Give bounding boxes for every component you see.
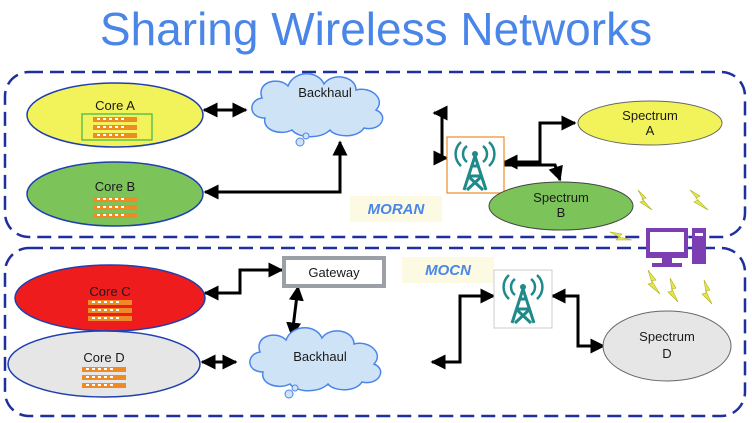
moran-label: MORAN [368,201,426,218]
gateway-box [282,256,386,288]
lightning-icon [609,189,713,305]
desktop-computer-icon [646,228,706,267]
server-rack-icon [82,367,126,388]
spectrum-d-label-line1: Spectrum [639,329,695,344]
spectrum-a-node [577,100,723,146]
core-b-node [26,161,204,227]
core-c-label: Core C [89,284,130,299]
server-rack-icon [93,117,137,138]
mocn-frame [3,246,747,418]
spectrum-a-label-line1: Spectrum [622,108,678,123]
core-b-label: Core B [95,179,135,194]
moran-frame [3,70,747,239]
core-a-node [26,82,204,148]
spectrum-b-label-line1: Spectrum [533,190,589,205]
spectrum-b-label-line2: B [557,205,566,220]
server-rack-icon [88,300,132,321]
spectrum-b-node [488,181,634,231]
server-rack-icon [93,197,137,218]
connectors [200,102,606,370]
spectrum-d-node [602,310,732,382]
core-a-label: Core A [95,98,135,113]
backhaul-bottom-label: Backhaul [293,349,347,364]
gateway-label: Gateway [308,265,360,280]
backhaul-top-cloud [251,72,384,138]
core-d-node [7,330,201,398]
core-d-label: Core D [83,350,124,365]
backhaul-top-label: Backhaul [298,85,352,100]
page-title: Sharing Wireless Networks [99,3,653,55]
mocn-label: MOCN [425,262,472,279]
spectrum-d-label-line2: D [662,346,671,361]
spectrum-a-label-line2: A [646,123,655,138]
